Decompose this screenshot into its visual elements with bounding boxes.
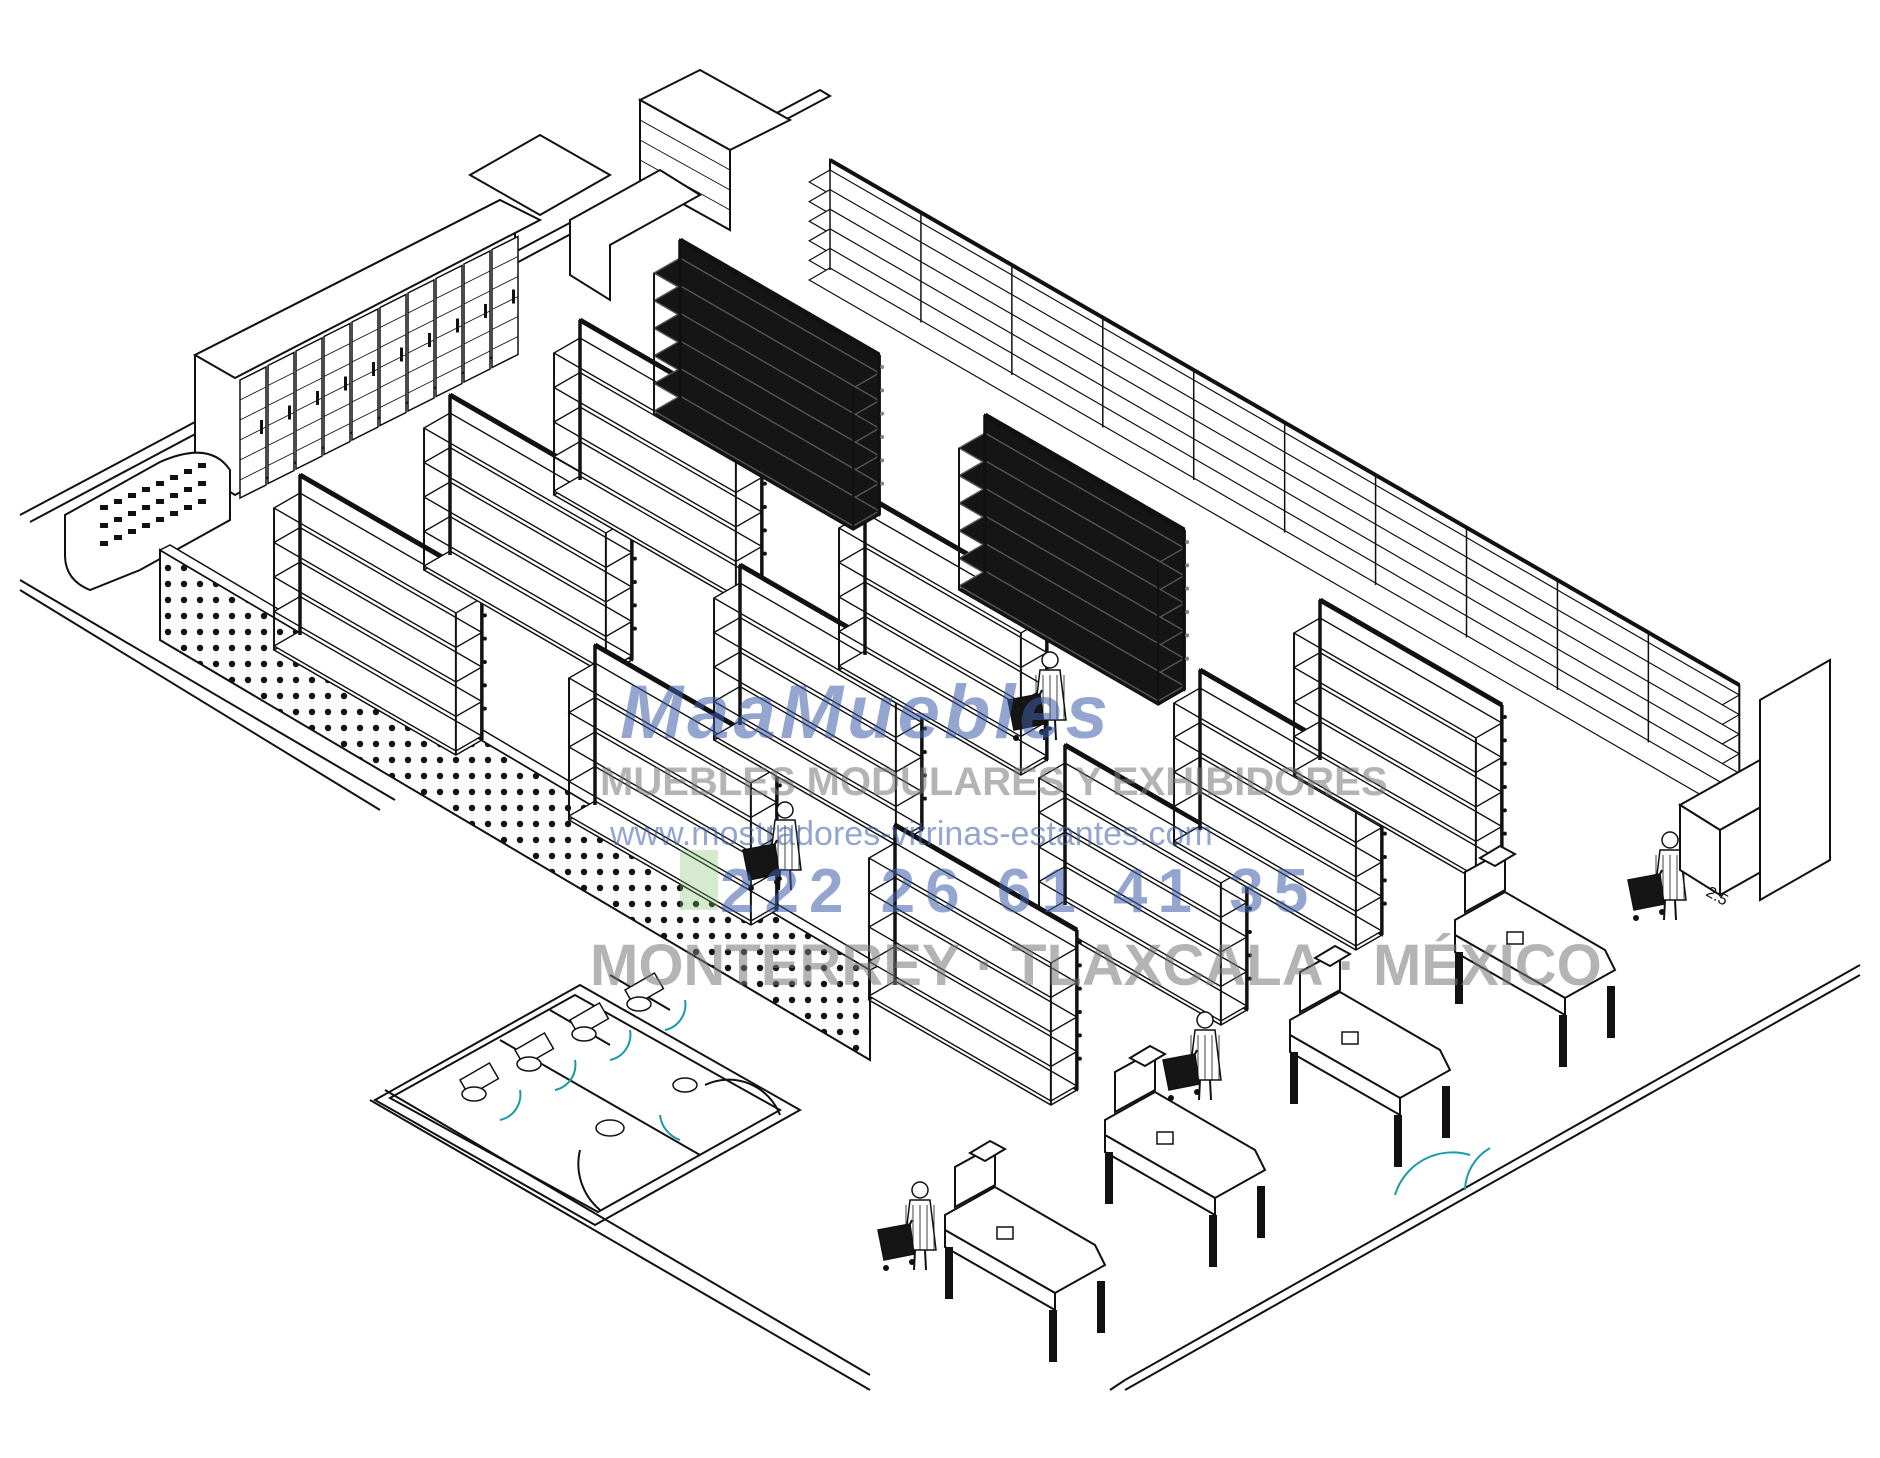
watermark: MaaMuebles MUEBLES MODULARES Y EXHIBIDOR… <box>590 670 1602 998</box>
gondola-shelf-7 <box>1037 742 1252 1026</box>
corner-display-cases <box>1678 658 1831 902</box>
toilet-2 <box>513 1031 577 1091</box>
gondola-shelf-4 <box>567 642 782 926</box>
restroom-fixtures <box>458 971 698 1141</box>
gondola-shelf-9 <box>1292 597 1507 881</box>
shopper-1 <box>1007 651 1067 741</box>
refrigerator-bank <box>64 68 793 592</box>
watermark-tagline: MUEBLES MODULARES Y EXHIBIDORES <box>600 760 1388 804</box>
dark-gondola-1 <box>652 237 885 531</box>
gondola-shelf-1 <box>272 472 487 756</box>
checkout-counter-4 <box>944 1139 1107 1362</box>
watermark-location: MONTERREY · TLAXCALA · MÉXICO <box>590 933 1602 998</box>
shoppers-with-carts <box>742 651 1687 1271</box>
entrance-door <box>1394 1147 1491 1196</box>
gondola-shelves <box>272 317 1507 1106</box>
toilet-1 <box>458 1061 522 1121</box>
watermark-phone: 222 26 61 41 35 <box>720 857 1318 926</box>
gondola-shelf-10 <box>867 822 1082 1106</box>
checkout-counter-3 <box>1104 1044 1267 1267</box>
watermark-brand: MaaMuebles <box>620 670 1112 755</box>
shopper-5 <box>877 1181 937 1271</box>
shopper-2 <box>742 801 802 891</box>
gondola-shelf-2 <box>422 392 637 676</box>
dark-gondola-shelves <box>652 237 1190 706</box>
watermark-green-block <box>680 850 718 910</box>
shopper-4 <box>1162 1011 1222 1101</box>
shopper-3 <box>1627 831 1687 921</box>
toilet-3 <box>568 1001 632 1061</box>
gondola-shelf-6 <box>837 492 1052 776</box>
dark-gondola-2 <box>957 412 1190 706</box>
toilet-4 <box>623 971 687 1031</box>
back-wall-shelving <box>807 158 1741 806</box>
checkout-counter-1 <box>1454 844 1617 1067</box>
checkout-counter-2 <box>1289 944 1452 1167</box>
checkout-counters <box>944 844 1617 1362</box>
watermark-website: www.mostradores-vitrinas-estantes.com <box>609 815 1213 853</box>
